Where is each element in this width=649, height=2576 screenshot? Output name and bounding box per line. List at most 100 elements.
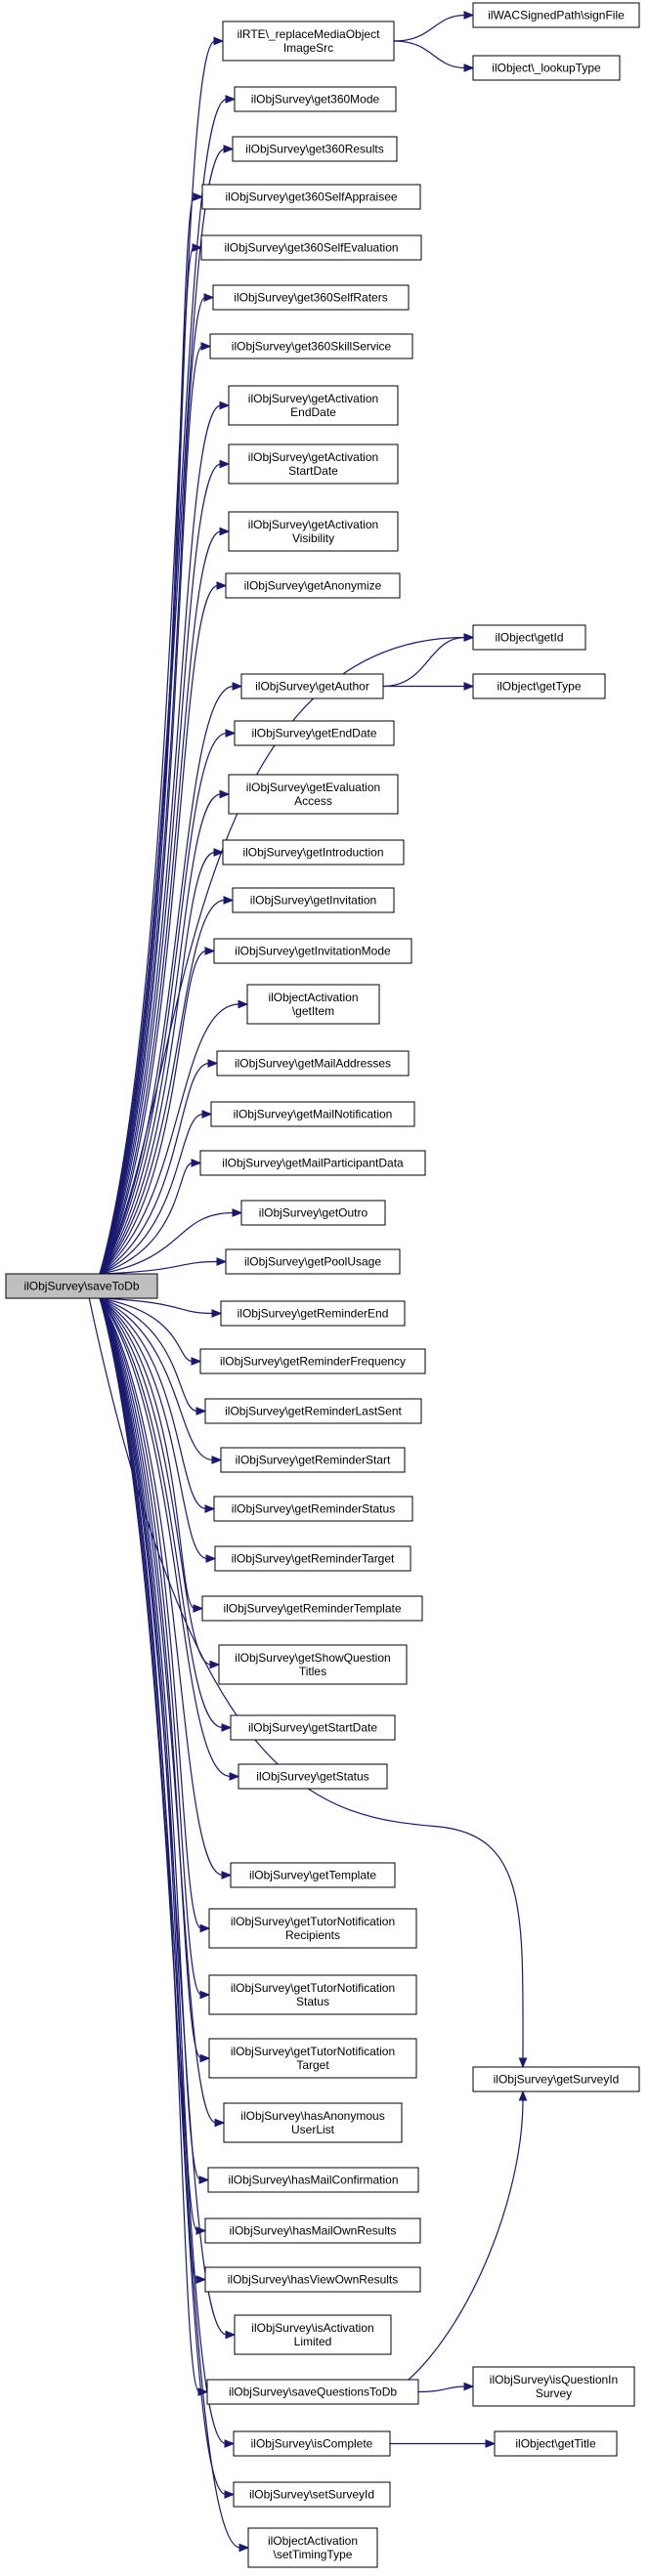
edge-root-to-getActivationVisibility bbox=[99, 527, 231, 1275]
node-getInvitation[interactable]: ilObjSurvey\getInvitation bbox=[232, 887, 395, 913]
node-setSurveyId[interactable]: ilObjSurvey\setSurveyId bbox=[233, 2481, 391, 2508]
node-get360SelfEvaluation[interactable]: ilObjSurvey\get360SelfEvaluation bbox=[200, 234, 422, 261]
edge-root-to-getInvitationMode bbox=[99, 947, 216, 1275]
node-getMailAddresses[interactable]: ilObjSurvey\getMailAddresses bbox=[216, 1050, 410, 1077]
edge-arrowhead bbox=[193, 192, 204, 201]
node-label: ilObjSurvey\setSurveyId bbox=[249, 2488, 374, 2502]
node-getReminderTarget[interactable]: ilObjSurvey\getReminderTarget bbox=[214, 1545, 411, 1572]
node-label: Access bbox=[294, 794, 332, 808]
edge-arrowhead bbox=[463, 633, 475, 642]
node-saveQuestionsToDb[interactable]: ilObjSurvey\saveQuestionsToDb bbox=[206, 2379, 419, 2405]
node-getType[interactable]: ilObject\getType bbox=[472, 673, 606, 699]
node-label: \getItem bbox=[292, 1004, 334, 1018]
edge-isComplete-to-getTitle bbox=[390, 2439, 497, 2448]
node-getReminderEnd[interactable]: ilObjSurvey\getReminderEnd bbox=[220, 1300, 406, 1327]
node-lookupType[interactable]: ilObject\_lookupType bbox=[472, 55, 621, 81]
edge-line bbox=[99, 1297, 224, 1877]
edge-arrowhead bbox=[192, 243, 203, 252]
node-getStartDate[interactable]: ilObjSurvey\getStartDate bbox=[230, 1714, 396, 1741]
node-getEndDate[interactable]: ilObjSurvey\getEndDate bbox=[234, 720, 395, 746]
node-getReminderLastSent[interactable]: ilObjSurvey\getReminderLastSent bbox=[204, 1398, 422, 1424]
edge-line bbox=[99, 345, 203, 1275]
edge-arrowhead bbox=[223, 145, 235, 153]
node-getTemplate[interactable]: ilObjSurvey\getTemplate bbox=[230, 1862, 396, 1888]
node-root[interactable]: ilObjSurvey\saveToDb bbox=[5, 1273, 158, 1299]
edge-root-to-get360SelfRaters bbox=[99, 293, 215, 1275]
edge-root-to-getMailNotification bbox=[99, 1110, 213, 1275]
node-getId[interactable]: ilObject\getId bbox=[472, 624, 586, 651]
edge-line bbox=[99, 195, 195, 1275]
node-hasMailConfirmation[interactable]: ilObjSurvey\hasMailConfirmation bbox=[207, 2167, 419, 2193]
edge-line bbox=[99, 1297, 202, 1929]
node-getInvitationMode[interactable]: ilObjSurvey\getInvitationMode bbox=[213, 938, 412, 964]
edge-getAuthor-to-getType bbox=[383, 682, 475, 691]
node-getItem[interactable]: ilObjectActivation\getItem bbox=[246, 984, 380, 1025]
node-get360Results[interactable]: ilObjSurvey\get360Results bbox=[232, 136, 398, 162]
node-getIntroduction[interactable]: ilObjSurvey\getIntroduction bbox=[222, 839, 405, 866]
node-getReminderStatus[interactable]: ilObjSurvey\getReminderStatus bbox=[213, 1496, 413, 1522]
node-getReminderFrequency[interactable]: ilObjSurvey\getReminderFrequency bbox=[199, 1348, 426, 1374]
node-box bbox=[228, 443, 399, 485]
node-label: Titles bbox=[299, 1665, 326, 1678]
node-label: Target bbox=[296, 2058, 329, 2072]
edge-root-to-getPoolUsage bbox=[100, 1257, 228, 1275]
node-get360Mode[interactable]: ilObjSurvey\get360Mode bbox=[234, 86, 397, 112]
edge-root-to-getMailAddresses bbox=[99, 1059, 219, 1275]
node-getMailNotification[interactable]: ilObjSurvey\getMailNotification bbox=[210, 1101, 415, 1127]
edge-line bbox=[99, 732, 228, 1275]
node-getOutro[interactable]: ilObjSurvey\getOutro bbox=[240, 1200, 386, 1226]
node-get360SelfAppraisee[interactable]: ilObjSurvey\get360SelfAppraisee bbox=[201, 184, 421, 210]
edge-root-to-getAuthor bbox=[99, 682, 243, 1275]
edge-line bbox=[99, 685, 235, 1275]
node-getSurveyId[interactable]: ilObjSurvey\getSurveyId bbox=[472, 2066, 640, 2092]
node-box bbox=[240, 1200, 386, 1226]
edge-line bbox=[408, 2098, 524, 2381]
node-setTimingType[interactable]: ilObjectActivation\setTimingType bbox=[247, 2527, 378, 2568]
node-getMailParticipantData[interactable]: ilObjSurvey\getMailParticipantData bbox=[199, 1150, 426, 1176]
edge-line bbox=[393, 40, 466, 69]
node-hasMailOwnResults[interactable]: ilObjSurvey\hasMailOwnResults bbox=[204, 2217, 421, 2244]
node-getPoolUsage[interactable]: ilObjSurvey\getPoolUsage bbox=[225, 1248, 401, 1275]
edge-arrowhead bbox=[225, 95, 237, 104]
node-label: ImageSrc bbox=[283, 41, 333, 55]
edge-arrowhead bbox=[205, 1554, 217, 1563]
node-getAuthor[interactable]: ilObjSurvey\getAuthor bbox=[240, 673, 384, 699]
node-box bbox=[472, 2, 640, 28]
node-getTitle[interactable]: ilObject\getTitle bbox=[494, 2430, 618, 2457]
node-label: ilObjSurvey\getAuthor bbox=[255, 680, 369, 694]
edge-root-to-getTutorNotificationStatus bbox=[99, 1297, 211, 2000]
node-getReminderStart[interactable]: ilObjSurvey\getReminderStart bbox=[220, 1447, 406, 1473]
edge-arrowhead bbox=[214, 2118, 226, 2128]
node-get360SelfRaters[interactable]: ilObjSurvey\get360SelfRaters bbox=[212, 284, 410, 311]
node-label: ilObjSurvey\getReminderEnd bbox=[238, 1307, 389, 1321]
edge-root-to-setTimingType bbox=[99, 1297, 250, 2553]
node-getReminderTemplate[interactable]: ilObjSurvey\getReminderTemplate bbox=[201, 1595, 423, 1622]
node-getAnonymize[interactable]: ilObjSurvey\getAnonymize bbox=[225, 572, 401, 599]
edge-line bbox=[99, 1297, 198, 1413]
node-getStatus[interactable]: ilObjSurvey\getStatus bbox=[238, 1763, 388, 1790]
node-get360SkillService[interactable]: ilObjSurvey\get360SkillService bbox=[209, 333, 413, 359]
node-label: ilObjSurvey\getTemplate bbox=[249, 1869, 376, 1882]
edge-line bbox=[100, 1297, 214, 1315]
edge-root-to-getReminderStart bbox=[99, 1297, 223, 1464]
node-signFile[interactable]: ilWACSignedPath\signFile bbox=[472, 2, 640, 28]
edge-line bbox=[99, 296, 206, 1275]
node-getTutorNotificationRecipients[interactable]: ilObjSurvey\getTutorNotificationRecipien… bbox=[208, 1908, 417, 1949]
node-isComplete[interactable]: ilObjSurvey\isComplete bbox=[233, 2430, 391, 2457]
node-label: ilObjSurvey\getActivation bbox=[248, 518, 378, 531]
edge-line bbox=[99, 793, 222, 1275]
node-hasViewOwnResults[interactable]: ilObjSurvey\hasViewOwnResults bbox=[204, 2266, 421, 2293]
edge-arrowhead bbox=[199, 1990, 211, 2000]
